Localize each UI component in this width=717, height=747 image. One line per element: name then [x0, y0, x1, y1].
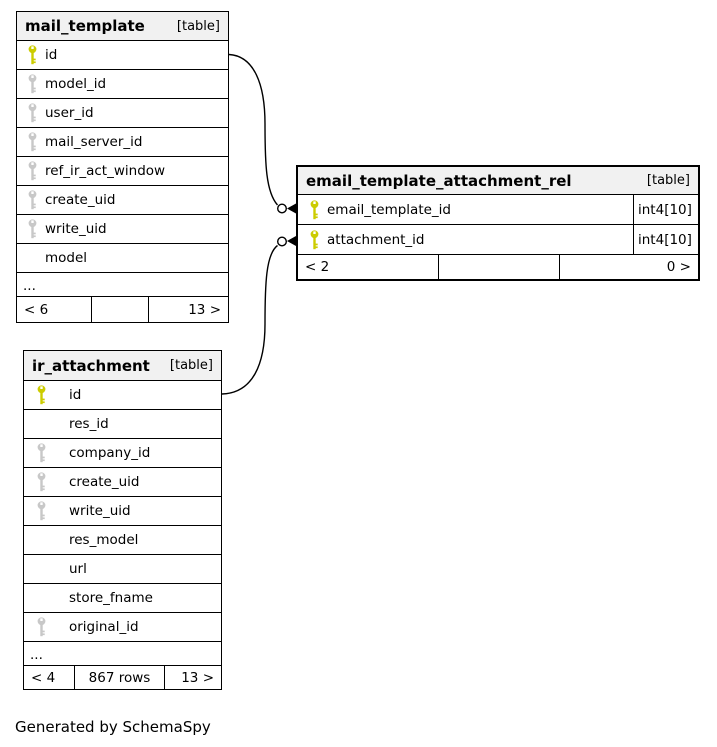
footer-children-count: 13 >: [148, 297, 228, 322]
table-footer: < 2 0 >: [298, 255, 698, 279]
column-row: attachment_id int4[10]: [298, 225, 698, 255]
table-header[interactable]: mail_template [table]: [17, 12, 228, 41]
footer-row-count: [91, 297, 148, 322]
column-row: original_id: [24, 613, 221, 642]
column-row: model_id: [17, 70, 228, 99]
connector-mail-template-to-rel: [228, 53, 296, 214]
column-row: res_model: [24, 526, 221, 555]
column-row: url: [24, 555, 221, 584]
table-footer: < 6 13 >: [17, 297, 228, 322]
column-row: company_id: [24, 439, 221, 468]
foreign-key-icon: [36, 472, 47, 492]
column-row: res_id: [24, 410, 221, 439]
column-row: create_uid: [17, 186, 228, 215]
column-name: mail_server_id: [45, 134, 143, 150]
table-header[interactable]: ir_attachment [table]: [24, 351, 221, 381]
column-name: write_uid: [45, 221, 107, 237]
column-name: url: [69, 561, 87, 577]
column-name: model_id: [45, 76, 107, 92]
footer-children-count: 13 >: [164, 666, 221, 689]
foreign-key-icon: [27, 103, 38, 123]
column-name: create_uid: [45, 192, 116, 208]
column-type: int4[10]: [633, 225, 698, 254]
column-row: write_uid: [24, 497, 221, 526]
relationship-line: [221, 244, 278, 395]
column-name: user_id: [45, 105, 94, 121]
column-name: id: [45, 47, 58, 63]
relationship-line: [228, 53, 279, 206]
generated-by-note: Generated by SchemaSpy: [15, 718, 211, 736]
primary-key-icon: [36, 385, 47, 405]
foreign-key-icon: [27, 74, 38, 94]
footer-row-count: 867 rows: [74, 666, 164, 689]
connector-arrow-icon: [287, 203, 296, 214]
connector-circle-icon: [277, 236, 288, 247]
column-row: store_fname: [24, 584, 221, 613]
column-row: model: [17, 244, 228, 273]
column-name: model: [45, 250, 88, 266]
footer-parents-count: < 6: [24, 301, 49, 318]
connector-circle-icon: [277, 203, 288, 214]
foreign-key-icon: [36, 443, 47, 463]
foreign-key-icon: [27, 219, 38, 239]
table-name: mail_template: [25, 17, 145, 35]
column-type: int4[10]: [633, 195, 698, 224]
foreign-key-icon: [36, 501, 47, 521]
column-name: ref_ir_act_window: [45, 163, 166, 179]
column-name: attachment_id: [327, 231, 425, 248]
more-columns-ellipsis: ...: [17, 273, 228, 297]
primary-key-icon: [27, 45, 38, 65]
column-name: res_id: [69, 416, 109, 432]
column-name: store_fname: [69, 590, 153, 606]
connector-ir-attachment-to-rel: [221, 236, 296, 395]
footer-parents-count: < 2: [305, 259, 330, 275]
table-node-email-template-attachment-rel[interactable]: email_template_attachment_rel[table]emai…: [296, 165, 700, 281]
table-name: ir_attachment: [32, 356, 150, 375]
foreign-key-icon: [27, 132, 38, 152]
foreign-key-icon: [36, 617, 47, 637]
column-name: id: [69, 387, 82, 403]
column-name: write_uid: [69, 503, 131, 519]
table-header[interactable]: email_template_attachment_rel [table]: [298, 167, 698, 195]
primary-key-icon: [309, 199, 320, 220]
column-row: create_uid: [24, 468, 221, 497]
column-name: res_model: [69, 532, 139, 548]
column-name: email_template_id: [327, 201, 451, 218]
column-row: mail_server_id: [17, 128, 228, 157]
column-row: ref_ir_act_window: [17, 157, 228, 186]
table-name: email_template_attachment_rel: [306, 171, 572, 190]
connector-arrow-icon: [287, 236, 296, 246]
table-tag: [table]: [169, 358, 213, 373]
column-row: id: [24, 381, 221, 410]
footer-parents-count: < 4: [31, 669, 56, 686]
table-tag: [table]: [176, 18, 220, 34]
column-row: id: [17, 41, 228, 70]
foreign-key-icon: [27, 161, 38, 181]
footer-row-count: [438, 255, 559, 279]
column-name: original_id: [69, 619, 139, 635]
column-name: create_uid: [69, 474, 140, 490]
column-name: company_id: [69, 445, 151, 461]
more-columns-ellipsis: ...: [24, 642, 221, 666]
foreign-key-icon: [27, 190, 38, 210]
footer-children-count: 0 >: [559, 255, 698, 279]
column-row: email_template_id int4[10]: [298, 195, 698, 225]
column-row: user_id: [17, 99, 228, 128]
primary-key-icon: [309, 229, 320, 250]
table-tag: [table]: [646, 173, 690, 188]
column-row: write_uid: [17, 215, 228, 244]
